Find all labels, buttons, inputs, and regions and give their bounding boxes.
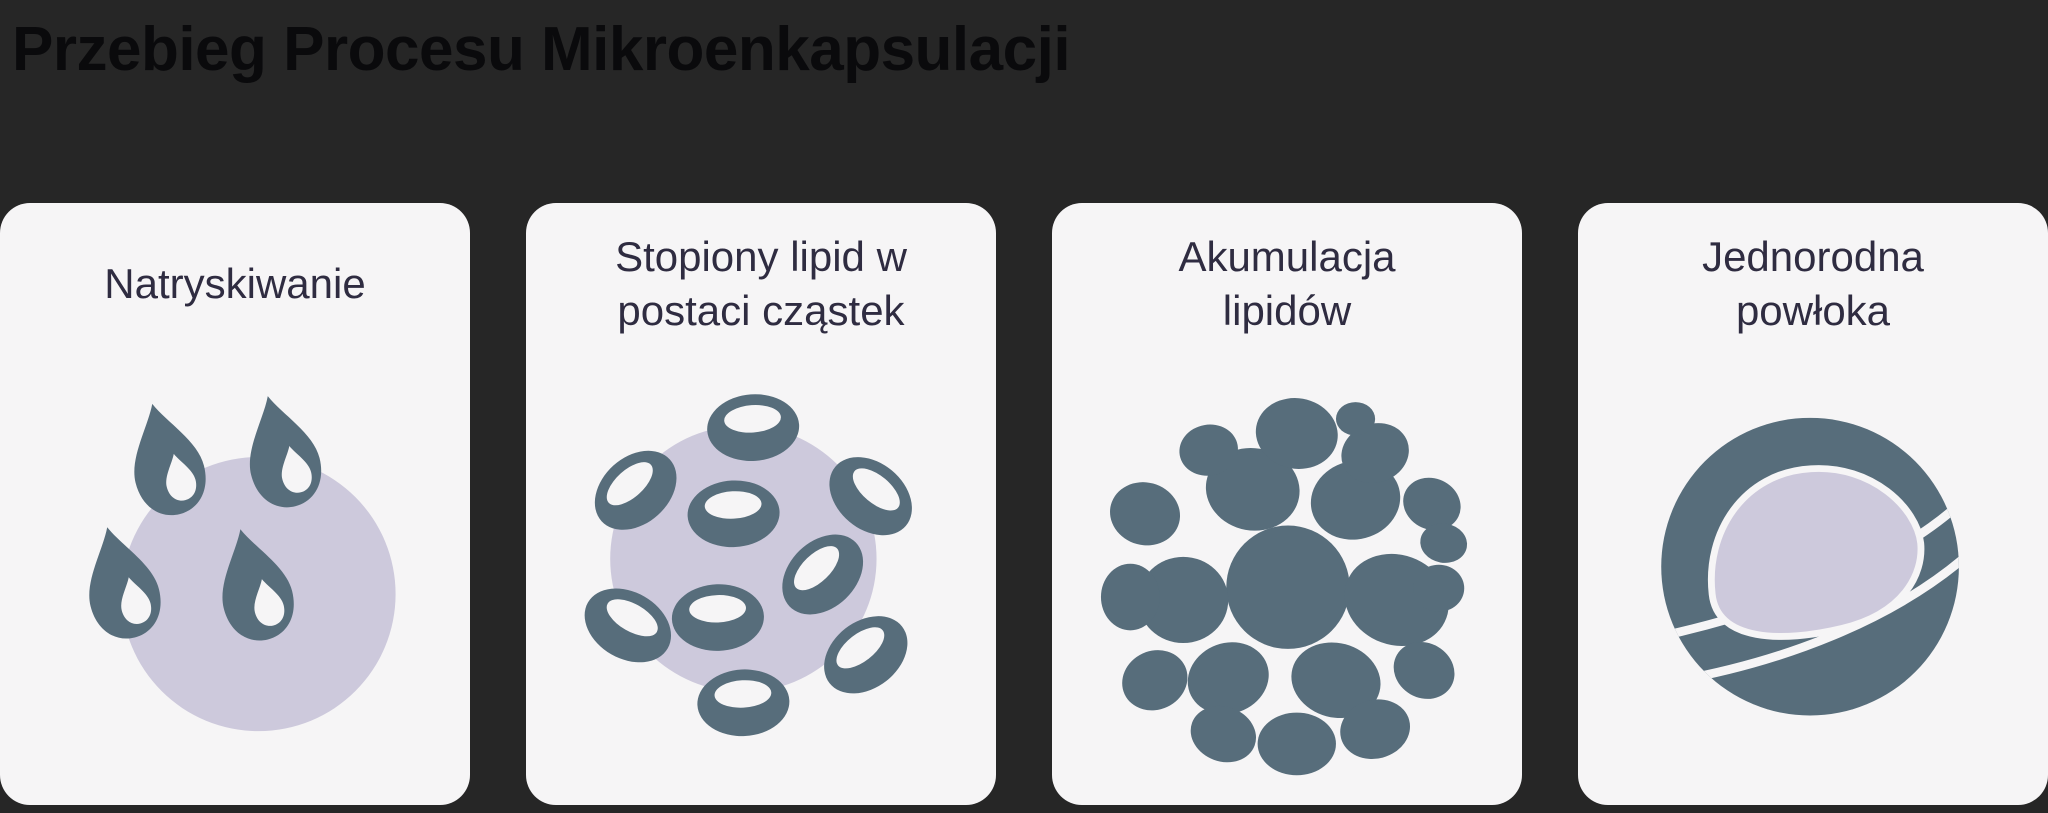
step-title: Jednorodna powłoka xyxy=(1702,232,1924,334)
step-title: Akumulacja lipidów xyxy=(1178,232,1396,334)
step-card-jednorodna-powloka: Jednorodna powłoka xyxy=(1578,203,2048,805)
spray-droplets-icon xyxy=(73,387,396,732)
page-title: Przebieg Procesu Mikroenkapsulacji xyxy=(12,15,1071,84)
lipid-particles-icon xyxy=(571,391,928,739)
process-steps-row: Natryskiwanie Stopiony lipid w postaci c… xyxy=(0,203,2048,805)
step-card-natryskiwanie: Natryskiwanie xyxy=(0,203,470,805)
step-card-stopiony-lipid: Stopiony lipid w postaci cząstek xyxy=(526,203,996,805)
step-title: Stopiony lipid w postaci cząstek xyxy=(615,232,907,334)
step-title: Natryskiwanie xyxy=(104,259,366,307)
step-card-akumulacja: Akumulacja lipidów xyxy=(1052,203,1522,805)
uniform-coating-icon xyxy=(1661,417,1959,716)
lipid-accumulation-icon xyxy=(1100,398,1468,776)
